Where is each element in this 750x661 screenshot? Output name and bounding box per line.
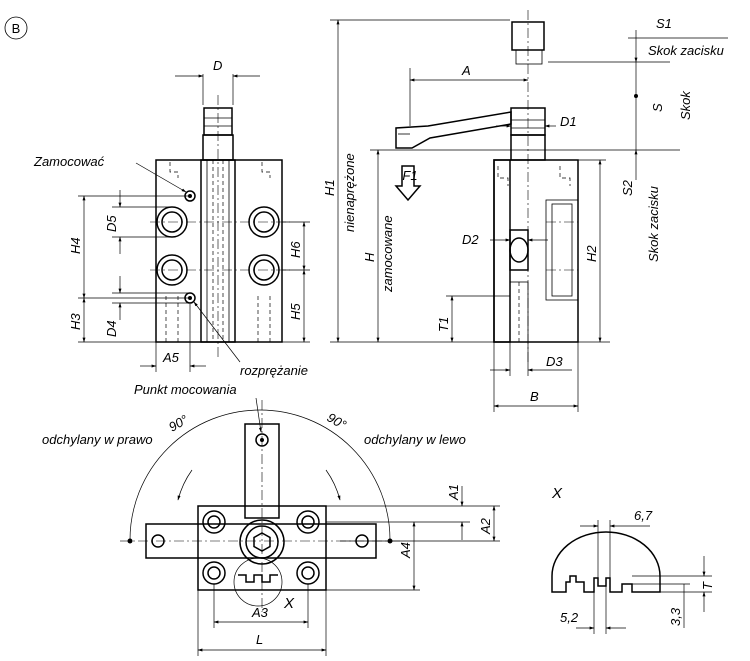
- svg-text:D5: D5: [104, 215, 119, 232]
- svg-text:H1: H1: [322, 179, 337, 196]
- svg-text:odchylany w prawo: odchylany w prawo: [42, 432, 153, 447]
- svg-text:H5: H5: [288, 303, 303, 320]
- front-view-dimensions: D H4 H3 D5 D4 H6 H5 A5: [33, 58, 310, 378]
- svg-text:T1: T1: [436, 317, 451, 332]
- svg-text:5,2: 5,2: [560, 610, 579, 625]
- svg-text:T: T: [700, 581, 715, 590]
- svg-text:H4: H4: [68, 237, 83, 254]
- top-view: [120, 400, 400, 612]
- svg-text:90°: 90°: [166, 412, 191, 435]
- svg-text:zamocowane: zamocowane: [380, 215, 395, 293]
- svg-text:Zamocować: Zamocować: [33, 154, 105, 169]
- svg-text:A2: A2: [478, 517, 493, 535]
- top-view-dimensions: Punkt mocowania odchylany w prawo odchyl…: [42, 382, 500, 656]
- svg-text:H3: H3: [68, 313, 83, 330]
- svg-text:D3: D3: [546, 354, 563, 369]
- side-view-dimensions: H1 nienaprężone H zamocowane A F1 D1 S1 …: [322, 16, 728, 412]
- side-view: [395, 10, 579, 362]
- svg-text:D2: D2: [462, 232, 479, 247]
- svg-text:A5: A5: [162, 350, 180, 365]
- svg-text:S: S: [650, 103, 665, 112]
- svg-text:A: A: [461, 63, 471, 78]
- svg-text:F1: F1: [402, 168, 417, 183]
- svg-text:A4: A4: [398, 542, 413, 559]
- svg-text:H6: H6: [288, 241, 303, 258]
- svg-text:D: D: [213, 58, 222, 73]
- svg-text:odchylany w lewo: odchylany w lewo: [364, 432, 466, 447]
- front-view: [150, 95, 290, 360]
- svg-text:Skok zacisku: Skok zacisku: [648, 43, 724, 58]
- svg-text:Punkt mocowania: Punkt mocowania: [134, 382, 237, 397]
- svg-text:X: X: [551, 485, 563, 502]
- svg-text:H2: H2: [584, 245, 599, 262]
- svg-text:Skok: Skok: [678, 90, 693, 120]
- svg-text:rozprężanie: rozprężanie: [240, 363, 308, 378]
- svg-text:H: H: [362, 252, 377, 262]
- svg-text:3,3: 3,3: [668, 607, 683, 626]
- svg-text:B: B: [12, 21, 21, 36]
- svg-text:D1: D1: [560, 114, 577, 129]
- svg-text:X: X: [283, 595, 295, 612]
- svg-text:Skok zacisku: Skok zacisku: [646, 186, 661, 262]
- view-tag: B: [4, 16, 28, 40]
- svg-text:S1: S1: [656, 16, 672, 31]
- svg-text:A1: A1: [446, 484, 461, 501]
- svg-text:L: L: [256, 632, 263, 647]
- svg-text:S2: S2: [620, 179, 635, 196]
- detail-x: X 6,7 5,2 T 3,3: [551, 485, 715, 634]
- svg-text:B: B: [530, 389, 539, 404]
- svg-text:nienaprężone: nienaprężone: [342, 153, 357, 232]
- svg-text:A3: A3: [251, 605, 269, 620]
- svg-text:D4: D4: [104, 320, 119, 337]
- svg-text:6,7: 6,7: [634, 508, 653, 523]
